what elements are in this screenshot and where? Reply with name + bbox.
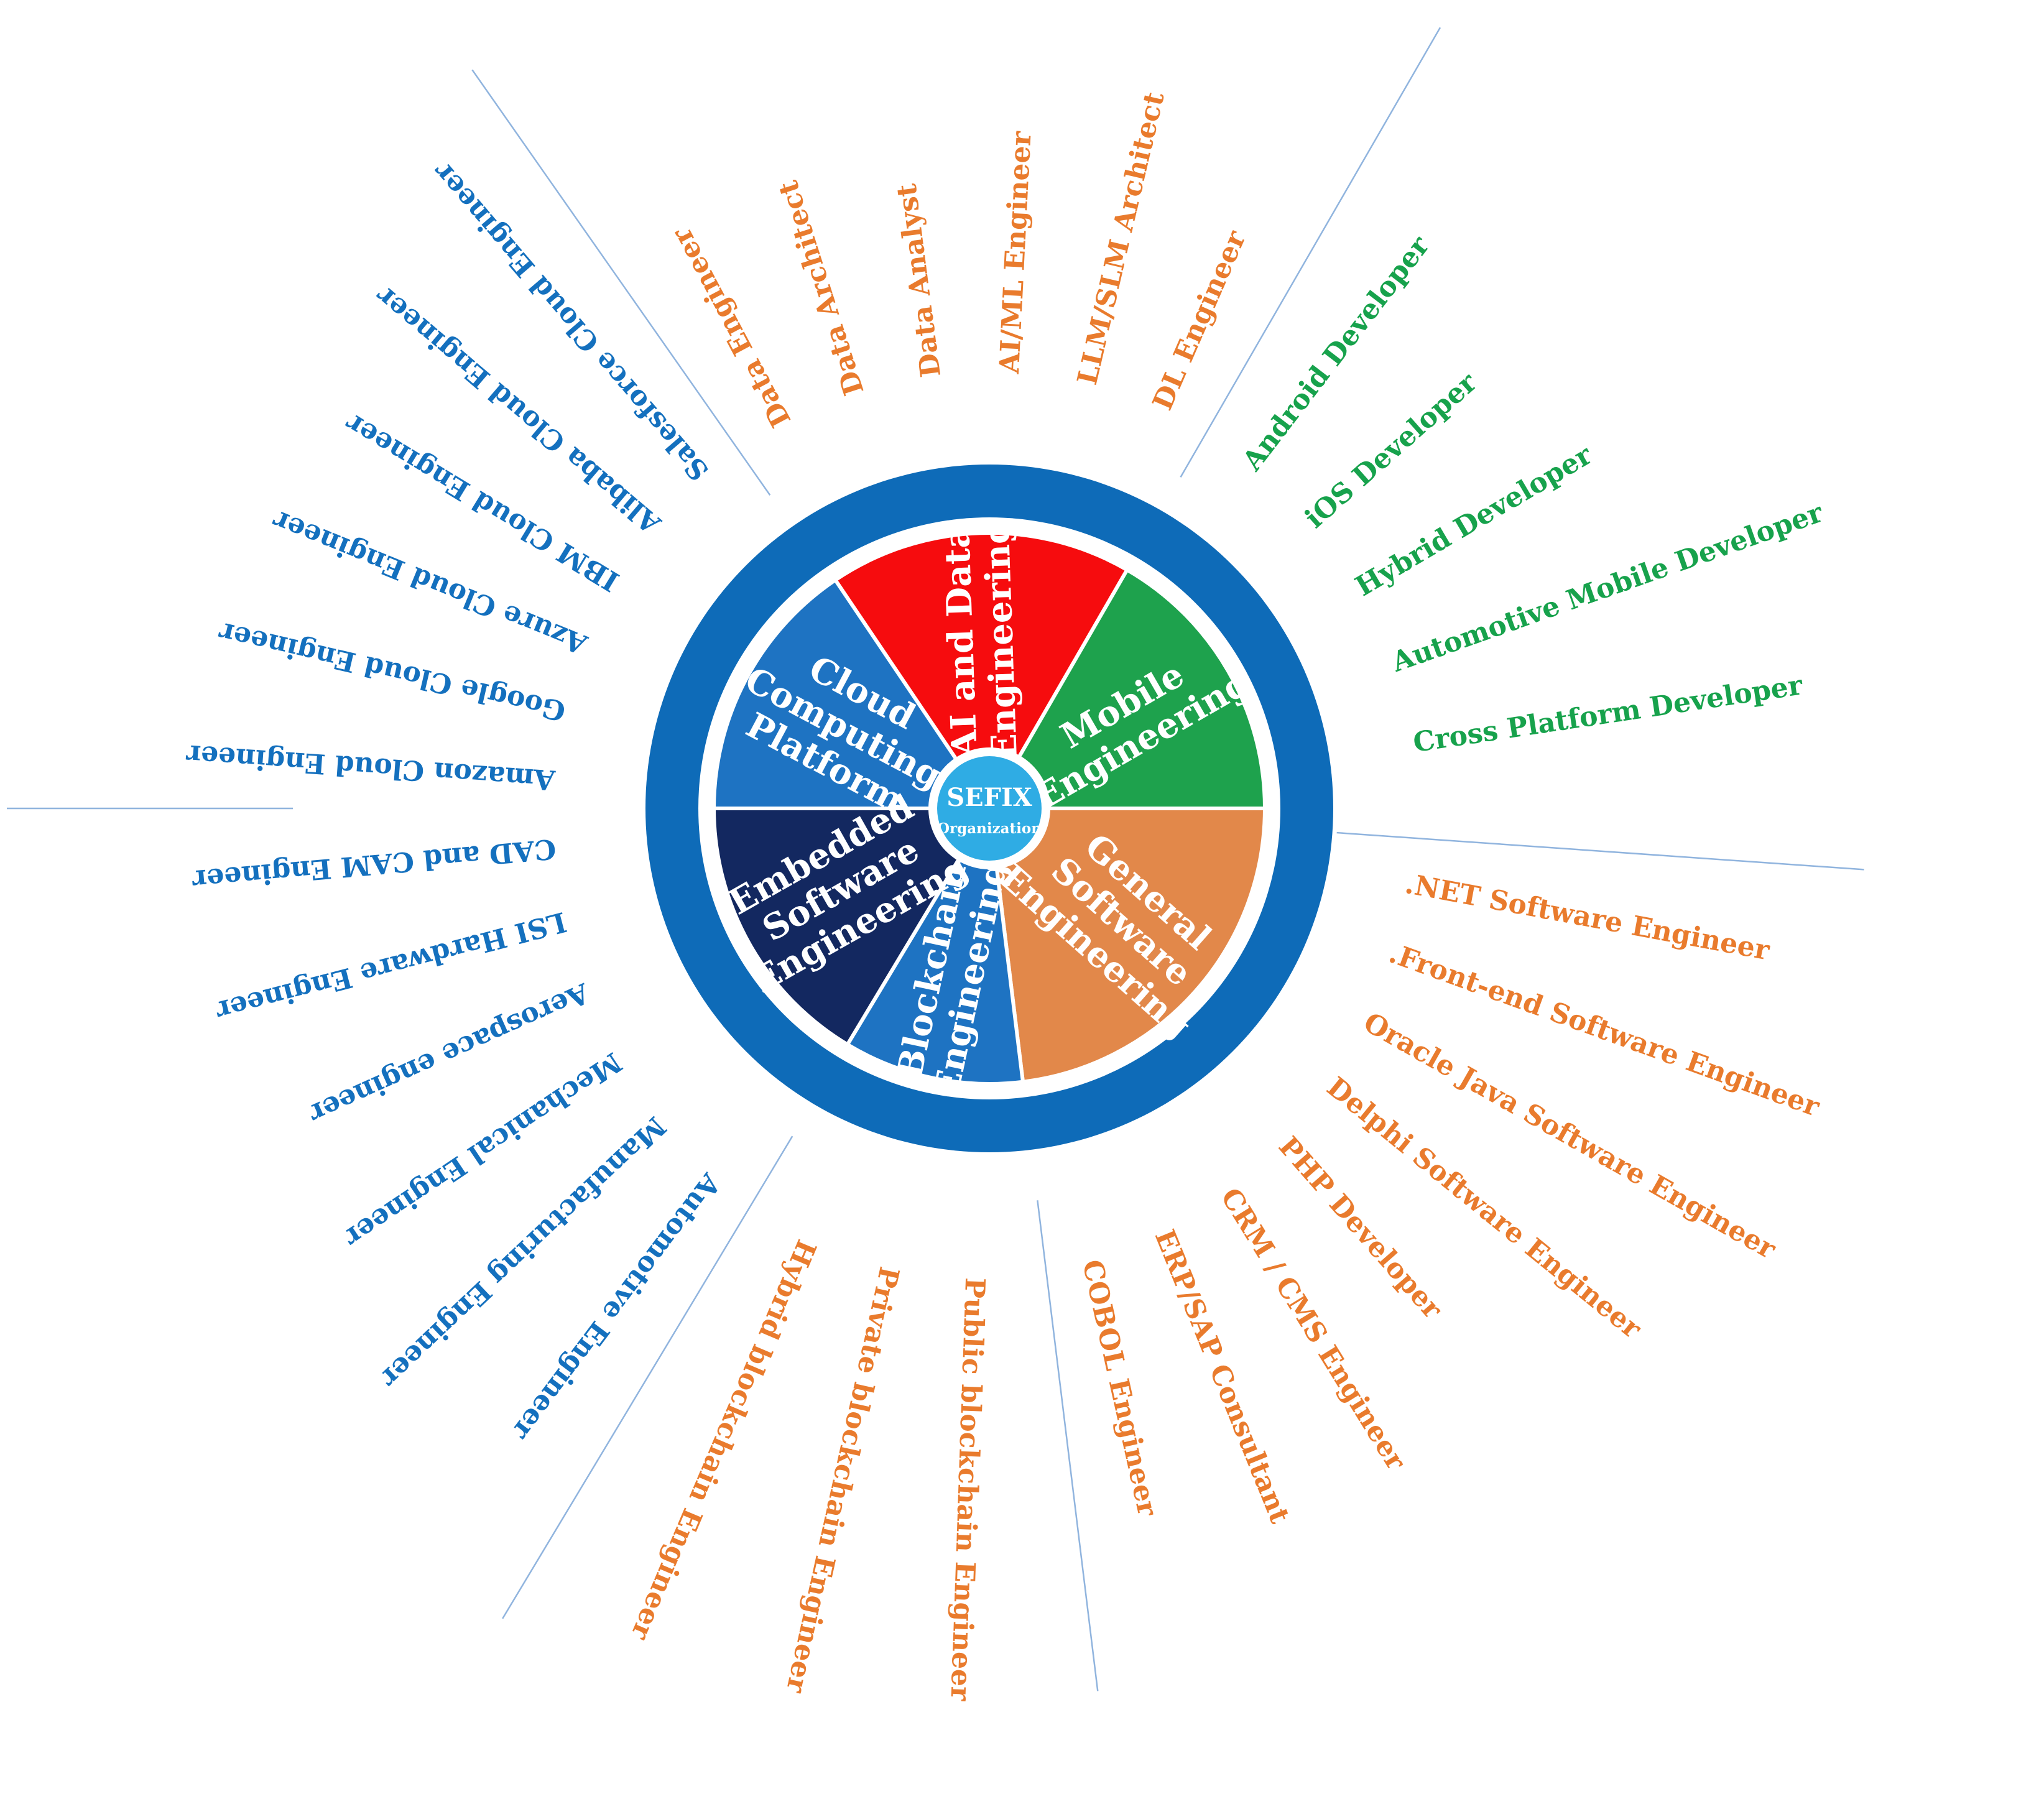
role-label: CAD and CAM Engineer: [191, 833, 558, 896]
role-label: Manufacturing Engineer: [374, 1110, 672, 1394]
role-label: DL Engineer: [1147, 226, 1252, 415]
center-badge: [937, 756, 1042, 861]
role-label: Automotive Engineer: [506, 1167, 727, 1446]
sector-separator-line: [1180, 27, 1441, 478]
role-label: Data Engineer: [665, 222, 797, 432]
sector-separator-line: [502, 1135, 793, 1619]
sector-separator-line: [471, 69, 771, 496]
sector-blockchain-engineering: [845, 807, 1025, 1086]
role-label: Oracle Java Software Engineer: [1358, 1007, 1782, 1266]
sector-separator-line: [1336, 831, 1864, 871]
org-subtitle: Organization: [937, 820, 1042, 837]
sector-mobile-engineering: [987, 568, 1267, 810]
role-label: Hybrid blockchain Engineer: [624, 1235, 822, 1645]
role-label: Data Analyst: [890, 182, 947, 379]
role-label: Alibaba Cloud Engineer: [369, 280, 668, 540]
role-label: Amazon Cloud Engineer: [185, 738, 557, 795]
sector-label-line: AI and Data: [936, 525, 986, 758]
role-label: Cross Platform Developer: [1411, 669, 1805, 759]
role-label: Public blockchain Engineer: [944, 1277, 991, 1702]
role-label: .Front-end Software Engineer: [1385, 938, 1824, 1124]
sector-ai-data-engineering: [833, 531, 1129, 810]
role-label: AI/ML Engineer: [994, 130, 1038, 375]
role-label: LLM/SLM Architect: [1071, 88, 1171, 387]
sector-general-software-engineering: [987, 807, 1267, 1084]
role-label: COBOL Engineer: [1076, 1257, 1163, 1519]
role-label: Data Architect: [772, 177, 871, 399]
sector-cloud-computing-platform: [712, 578, 991, 810]
role-label: .NET Software Engineer: [1403, 868, 1773, 967]
role-label: Delphi Software Engineer: [1321, 1071, 1648, 1346]
role-label: Private blockchain Engineer: [780, 1264, 905, 1696]
org-title: SEFIX: [946, 783, 1032, 812]
sector-separator-line: [1037, 1200, 1099, 1691]
sector-embedded-software-engineering: [712, 807, 991, 1047]
sector-label-line: Engineering: [976, 519, 1025, 761]
